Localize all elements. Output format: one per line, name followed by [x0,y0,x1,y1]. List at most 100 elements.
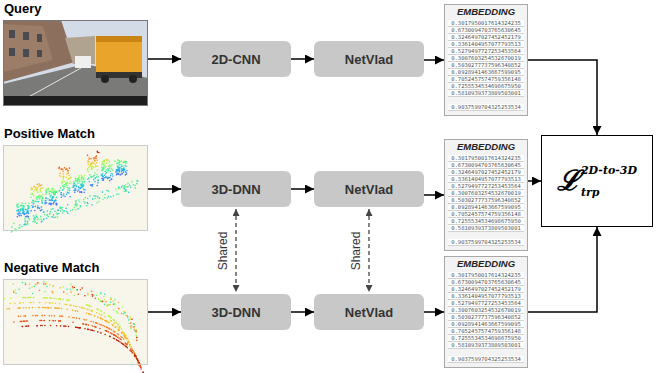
cloud-point [68,178,70,180]
cloud-point [134,353,136,355]
cloud-point [105,320,107,322]
cloud-point [22,205,24,207]
cloud-point [129,344,131,346]
cloud-point [121,343,123,345]
cloud-point [93,294,95,296]
cloud-point [91,310,93,312]
cloud-point [16,206,18,208]
cloud-point [54,194,56,196]
cloud-point [96,174,98,176]
cloud-point [93,162,95,164]
cloud-point [57,209,59,211]
cloud-point [123,335,125,337]
cloud-point [33,203,35,205]
table-title: EMBEDDING [445,141,527,152]
cloud-point [32,307,34,309]
cloud-point [32,193,34,195]
cloud-point [74,207,76,209]
cloud-point [34,221,36,223]
cloud-point [91,184,93,186]
cloud-point [78,175,80,177]
cloud-point [52,198,54,200]
cloud-point [45,297,47,299]
cloud-point [109,161,111,163]
cloud-point [82,185,84,187]
cloud-point [121,186,123,188]
cloud-point [97,150,99,152]
cloud-point [18,206,20,208]
embedding-value: 0.7052457574759356148 [448,76,524,83]
cloud-point [46,188,48,190]
cloud-point [104,161,106,163]
cloud-point [91,290,93,292]
cloud-point [36,325,38,327]
cloud-point [112,175,114,177]
cloud-point [98,179,100,181]
cloud-point [75,178,77,180]
cloud-point [18,288,20,290]
process-box: NetVlad [314,294,424,330]
cloud-point [90,162,92,164]
cloud-point [111,297,113,299]
cloud-point [37,283,39,285]
embedding-value: 0.3007603254532670019 [448,55,524,62]
cloud-point [112,300,114,302]
cloud-point [39,290,41,292]
cloud-point [25,297,27,299]
cloud-point [84,202,86,204]
cloud-point [86,312,88,314]
cloud-point [60,193,62,195]
cloud-point [63,173,65,175]
cloud-point [93,175,95,177]
loss-symbol: ℒ [557,167,580,195]
cloud-point [142,371,144,373]
cloud-point [125,189,127,191]
cloud-point [30,210,32,212]
cloud-point [81,307,83,309]
cloud-point [60,169,62,171]
cloud-point [62,212,64,214]
image-panel: Query [3,20,148,106]
cloud-point [73,294,75,296]
cloud-point [102,176,104,178]
cloud-point [44,320,46,322]
cloud-point [69,188,71,190]
cloud-point [46,307,48,309]
cloud-point [101,324,103,326]
cloud-point [36,222,38,224]
cloud-point [111,320,113,322]
cloud-point [43,320,45,322]
cloud-point [133,184,135,186]
cloud-point [107,176,109,178]
cloud-point [72,186,74,188]
cloud-point [69,181,71,183]
cloud-point [86,324,88,326]
cloud-point [100,318,102,320]
cloud-point [43,218,45,220]
cloud-point [91,164,93,166]
cloud-point [79,188,81,190]
cloud-point [43,297,45,299]
cloud-point [79,327,81,329]
cloud-point [87,305,89,307]
cloud-point [32,221,34,223]
cloud-point [93,326,95,328]
process-box: NetVlad [314,41,424,77]
cloud-point [87,203,89,205]
cloud-point [134,355,136,357]
cloud-point [103,312,105,314]
cloud-point [18,227,20,229]
cloud-point [88,157,90,159]
cloud-point [46,286,48,288]
cloud-point [62,179,64,181]
cloud-point [68,192,70,194]
cloud-point [73,186,75,188]
cloud-point [27,320,29,322]
cloud-point [27,297,29,299]
cloud-point [91,294,93,296]
cloud-point [109,328,111,330]
cloud-point [23,205,25,207]
cloud-point [100,301,102,303]
cloud-point [41,199,43,201]
embedding-value: 0.5030277737596340852 [448,314,524,321]
